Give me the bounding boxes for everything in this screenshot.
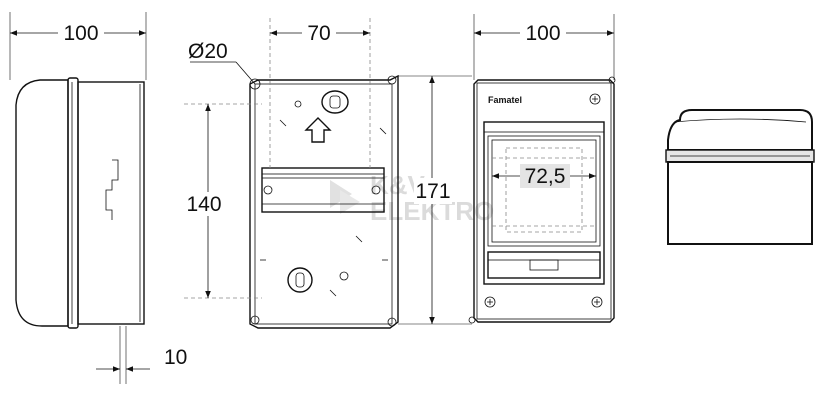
screw-icon bbox=[589, 93, 601, 105]
dimension-side-depth: 100 bbox=[10, 22, 146, 45]
watermark-logo-icon bbox=[330, 180, 360, 214]
side-view bbox=[9, 12, 147, 384]
dimension-cover-depth: 10 bbox=[96, 346, 187, 372]
dim-side-depth-label: 100 bbox=[63, 22, 98, 45]
dimension-rail-height: 140 bbox=[184, 104, 224, 298]
perspective-view bbox=[665, 109, 815, 245]
brand-label: Famatel bbox=[488, 95, 522, 105]
dim-knockout-diameter-label: Ø20 bbox=[188, 40, 228, 63]
dimension-door-width: 100 bbox=[473, 14, 615, 80]
dim-cover-depth-label: 10 bbox=[164, 346, 187, 369]
front-view bbox=[184, 18, 472, 329]
dim-door-width-label: 100 bbox=[525, 22, 560, 45]
dimension-front-width: 70 bbox=[270, 22, 370, 45]
dimension-total-height: 171 bbox=[414, 76, 452, 324]
screw-icon bbox=[591, 296, 603, 308]
dimension-window-width: 72,5 bbox=[492, 164, 596, 188]
dim-rail-height-label: 140 bbox=[186, 193, 221, 216]
door-view bbox=[468, 76, 616, 324]
screw-icon bbox=[484, 296, 496, 308]
arrow-up-icon bbox=[304, 117, 332, 143]
dim-window-width-label: 72,5 bbox=[525, 165, 566, 188]
dim-total-height-label: 171 bbox=[415, 180, 450, 203]
dim-front-width-label: 70 bbox=[307, 22, 330, 45]
